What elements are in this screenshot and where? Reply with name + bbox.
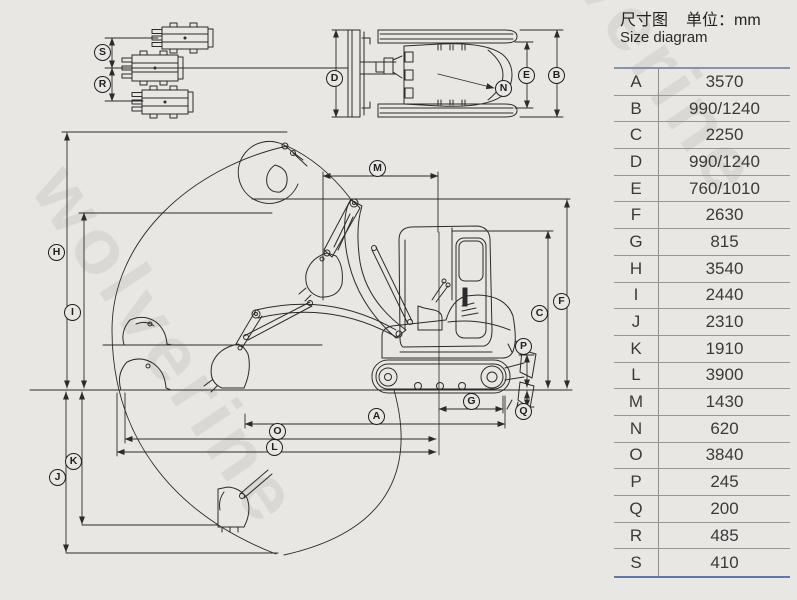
dim-label-G: G [463, 393, 480, 410]
excavator-top-view [347, 29, 518, 118]
dim-letter: F [614, 202, 659, 229]
dim-value: 1910 [705, 338, 744, 358]
dim-label-A: A [368, 408, 385, 425]
dim-letter: L [614, 362, 659, 389]
dim-letter: D [614, 149, 659, 175]
dim-value: 3570 [705, 71, 744, 91]
dim-label-E: E [518, 67, 535, 84]
dim-letter: B [614, 95, 659, 122]
dim-label-N: N [495, 80, 512, 97]
dim-value: 760/1010 [689, 178, 760, 198]
dim-label-I: I [64, 304, 81, 321]
bucket-top-views [121, 22, 214, 119]
dim-label-H: H [48, 244, 65, 261]
table-row: C 2250 [614, 122, 790, 150]
dim-label-M: M [369, 160, 386, 177]
table-row: S 410 [614, 549, 790, 577]
dim-letter: R [614, 522, 659, 549]
table-row: J 2310 [614, 309, 790, 336]
table-row: N 620 [614, 415, 790, 443]
dim-value: 620 [710, 418, 739, 438]
table-row: R 485 [614, 522, 790, 550]
dim-label-O: O [269, 423, 286, 440]
title-cn: 尺寸图 [620, 12, 669, 29]
dim-letter: H [614, 255, 659, 282]
dim-value: 2310 [705, 312, 744, 332]
table-row: L 3900 [614, 362, 790, 390]
dim-value: 200 [710, 498, 739, 518]
table-row: O 3840 [614, 442, 790, 470]
dim-letter: P [614, 469, 659, 495]
dim-letter: K [614, 335, 659, 362]
dim-label-J: J [49, 469, 66, 486]
table-row: A 3570 [614, 69, 790, 96]
dim-label-R: R [94, 76, 111, 93]
dim-letter: M [614, 389, 659, 415]
dim-value: 245 [710, 472, 739, 492]
unit-label: 单位：mm [686, 12, 761, 29]
table-row: K 1910 [614, 335, 790, 363]
dim-label-L: L [266, 439, 283, 456]
dim-label-Q: Q [515, 403, 532, 420]
dim-value: 2440 [705, 285, 744, 305]
table-row: M 1430 [614, 389, 790, 416]
dim-value: 1430 [705, 392, 744, 412]
dim-letter: E [614, 175, 659, 202]
dim-letter: C [614, 122, 659, 149]
dim-value: 990/1240 [689, 98, 760, 118]
dim-letter: J [614, 309, 659, 335]
dim-value: 2630 [705, 205, 744, 225]
table-row: D 990/1240 [614, 149, 790, 176]
dim-value: 3840 [705, 445, 744, 465]
table-row: B 990/1240 [614, 95, 790, 123]
title-en: Size diagram [620, 29, 708, 46]
dim-value: 410 [710, 552, 739, 572]
dim-label-F: F [553, 293, 570, 310]
table-row: I 2440 [614, 282, 790, 310]
dim-value: 2250 [705, 125, 744, 145]
table-row: G 815 [614, 229, 790, 256]
dim-label-K: K [65, 453, 82, 470]
dim-letter: I [614, 282, 659, 309]
dim-letter: A [614, 69, 659, 95]
dim-label-D: D [326, 70, 343, 87]
panel-title: 尺寸图 单位：mm [620, 6, 792, 30]
table-row: H 3540 [614, 255, 790, 283]
table-row: Q 200 [614, 496, 790, 523]
dim-label-C: C [531, 305, 548, 322]
dim-label-B: B [548, 67, 565, 84]
dim-value: 485 [710, 525, 739, 545]
dim-value: 990/1240 [689, 151, 760, 171]
working-envelope-arcs [111, 145, 402, 556]
table-row: F 2630 [614, 202, 790, 230]
dim-letter: G [614, 229, 659, 255]
table-row: E 760/1010 [614, 175, 790, 203]
dim-letter: N [614, 415, 659, 442]
dim-letter: S [614, 549, 659, 577]
dim-value: 3900 [705, 365, 744, 385]
dim-label-S: S [94, 44, 111, 61]
dim-value: 3540 [705, 258, 744, 278]
table-row: P 245 [614, 469, 790, 496]
dim-letter: Q [614, 496, 659, 522]
excavator-side-view [119, 140, 537, 533]
dim-letter: O [614, 442, 659, 469]
excavator-line-drawing [29, 22, 573, 556]
dim-label-P: P [515, 338, 532, 355]
dim-value: 815 [710, 231, 739, 251]
